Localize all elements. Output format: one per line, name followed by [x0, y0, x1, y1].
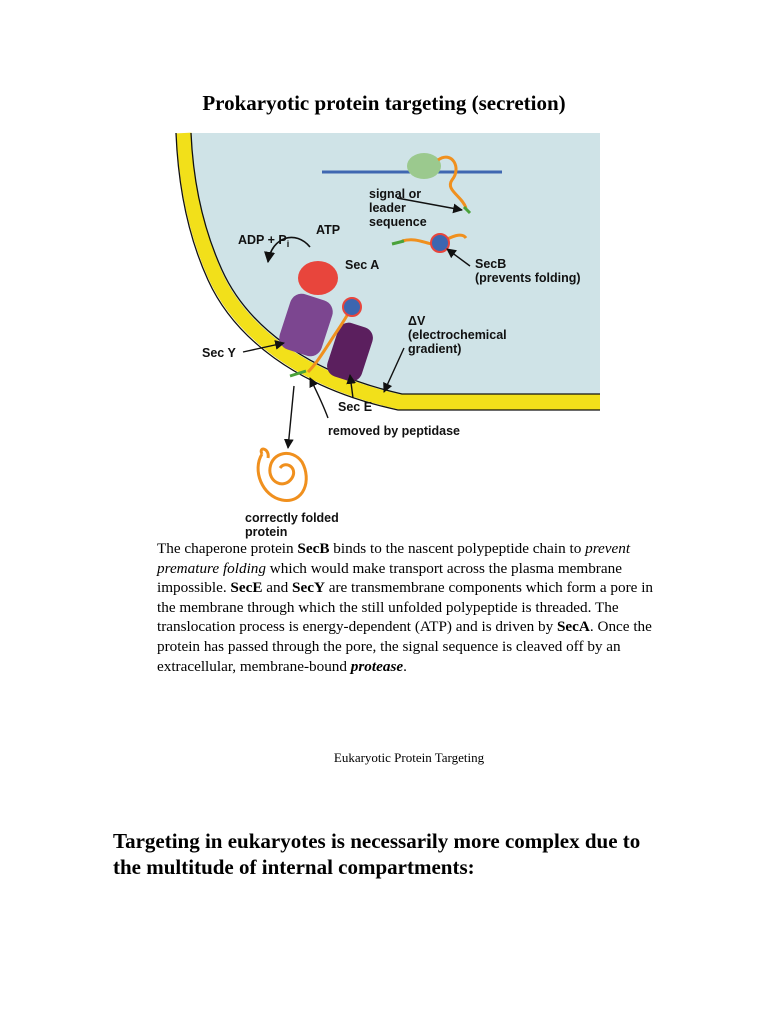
- label-secb-2: (prevents folding): [475, 271, 581, 285]
- label-signal-1: signal or: [369, 187, 421, 201]
- label-sece: Sec E: [338, 400, 372, 414]
- section-heading: Targeting in eukaryotes is necessarily m…: [113, 829, 641, 879]
- nascent-chain: [437, 155, 468, 209]
- label-dv-3: gradient): [408, 342, 461, 356]
- caption: Eukaryotic Protein Targeting: [333, 750, 485, 765]
- label-atp: ATP: [316, 223, 340, 237]
- label-folded-1: correctly folded: [245, 511, 339, 525]
- folded-protein: [256, 447, 308, 502]
- pore-secb: [342, 297, 362, 317]
- secb-signal: [391, 239, 405, 246]
- protein-targeting-diagram: signal or leader sequence ADP + Pi ATP S…: [175, 132, 600, 539]
- ribosome: [407, 153, 441, 179]
- signal-sequence: [462, 205, 472, 215]
- seca-protein: [298, 261, 338, 295]
- label-signal-3: sequence: [369, 215, 427, 229]
- secy-protein: [279, 293, 333, 357]
- body-paragraph: The chaperone protein SecB binds to the …: [157, 540, 654, 675]
- label-dv-2: (electrochemical: [408, 328, 507, 342]
- plasma-membrane: [176, 132, 600, 410]
- atp-arrow: [264, 236, 311, 264]
- label-secy: Sec Y: [202, 346, 236, 360]
- label-adp: ADP + Pi: [238, 233, 289, 249]
- page-title: Prokaryotic protein targeting (secretion…: [202, 91, 566, 115]
- label-signal-2: leader: [369, 201, 406, 215]
- cleaved-signal: [289, 369, 307, 378]
- label-dv-1: ΔV: [408, 314, 426, 328]
- label-peptidase: removed by peptidase: [328, 424, 460, 438]
- sece-protein: [327, 322, 373, 382]
- translocating-chain: [306, 309, 352, 374]
- label-seca: Sec A: [345, 258, 379, 272]
- secb-protein: [430, 233, 450, 253]
- label-folded-2: protein: [245, 525, 287, 539]
- label-secb-1: SecB: [475, 257, 506, 271]
